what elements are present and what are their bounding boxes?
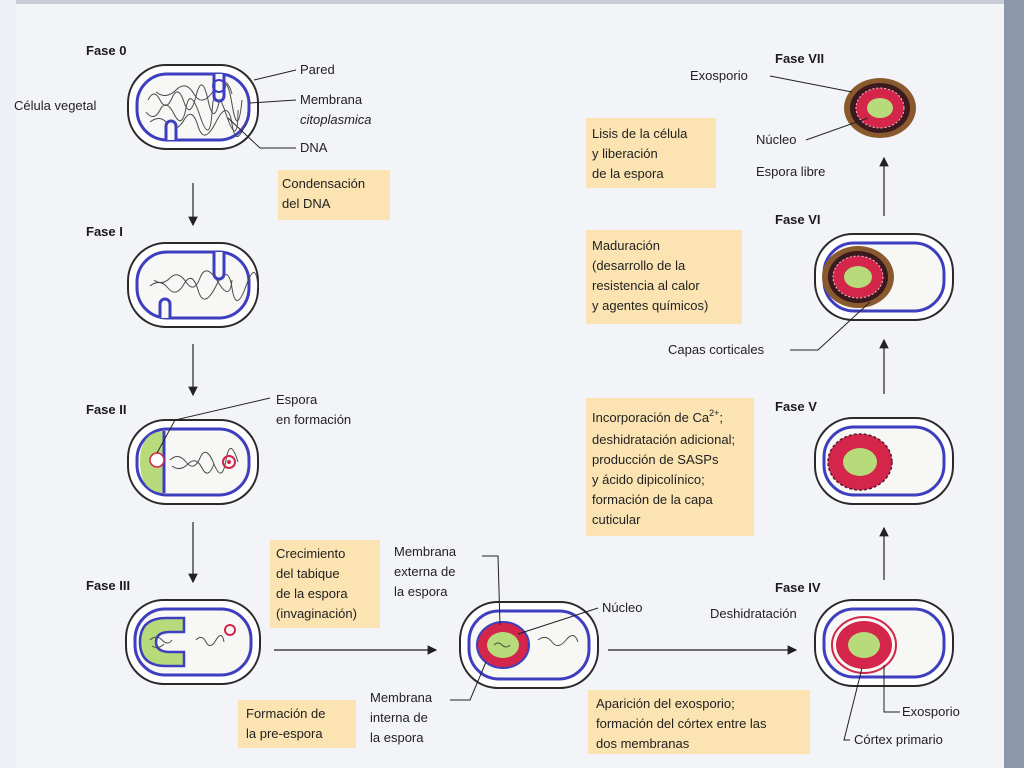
lead-exosporio-vii <box>769 75 853 93</box>
note-box-condensacion <box>278 170 390 220</box>
note-crecimiento-2: del tabique <box>276 566 340 581</box>
label-dna: DNA <box>300 140 328 155</box>
note-box-exosporio <box>588 690 810 754</box>
lead-exosporio-iv <box>883 665 900 713</box>
cell-fase-6 <box>814 233 954 321</box>
lead-cortex-primario <box>843 667 863 741</box>
cell-fase-0 <box>127 64 259 150</box>
label-membrana-externa-2: externa de <box>394 564 455 579</box>
lead-membrana <box>249 99 297 104</box>
note-box-lisis <box>586 118 716 188</box>
cell-fase-3 <box>125 599 261 685</box>
note-maduracion-3: resistencia al calor <box>592 278 700 293</box>
phase-title-5: Fase V <box>775 399 817 414</box>
lead-membrana-externa <box>482 555 501 626</box>
note-incorporacion-5: formación de la capa <box>592 492 713 507</box>
note-exosporio-1: Aparición del exosporio; <box>596 696 735 711</box>
note-condensacion-2: del DNA <box>282 196 331 211</box>
note-box-incorporacion <box>586 398 754 536</box>
note-incorporacion-1: Incorporación de Ca2+; <box>592 408 723 425</box>
note-lisis-1: Lisis de la célula <box>592 126 688 141</box>
phase-title-1: Fase I <box>86 224 123 239</box>
note-maduracion-1: Maduración <box>592 238 660 253</box>
phase-title-0: Fase 0 <box>86 43 126 58</box>
note-incorporacion-3: producción de SASPs <box>592 452 719 467</box>
note-exosporio-2: formación del córtex entre las <box>596 716 767 731</box>
note-incorporacion-2: deshidratación adicional; <box>592 432 735 447</box>
cell-fase-5 <box>814 417 954 505</box>
note-box-maduracion <box>586 230 742 324</box>
label-cortex-primario: Córtex primario <box>854 732 943 747</box>
label-membrana-interna-2: interna de <box>370 710 428 725</box>
note-incorporacion-4: y ácido dipicolínico; <box>592 472 705 487</box>
note-preespora-2: la pre-espora <box>246 726 323 741</box>
lead-pared <box>253 69 297 81</box>
cell-fase-1 <box>127 242 259 328</box>
label-espora-1: Espora <box>276 392 318 407</box>
right-margin-strip <box>1004 0 1024 768</box>
note-lisis-2: y liberación <box>592 146 658 161</box>
note-condensacion-1: Condensación <box>282 176 365 191</box>
cell-membranas <box>459 601 599 689</box>
lead-espora-formacion <box>156 397 271 454</box>
note-box-preespora <box>238 700 356 748</box>
top-edge-strip <box>16 0 1004 4</box>
label-celula-vegetal: Célula vegetal <box>14 98 96 113</box>
lead-nucleo-mid <box>517 607 599 635</box>
note-crecimiento-4: (invaginación) <box>276 606 357 621</box>
label-espora-2: en formación <box>276 412 351 427</box>
cell-fase-2 <box>127 419 259 505</box>
phase-title-6: Fase VI <box>775 212 821 227</box>
label-exosporio-vii: Exosporio <box>690 68 748 83</box>
note-preespora-1: Formación de <box>246 706 325 721</box>
note-maduracion-2: (desarrollo de la <box>592 258 686 273</box>
label-membrana-interna-3: la espora <box>370 730 424 745</box>
lead-nucleo-vii <box>805 117 869 141</box>
left-margin-strip <box>0 0 16 768</box>
label-espora-libre: Espora libre <box>756 164 825 179</box>
label-pared: Pared <box>300 62 335 77</box>
phase-title-7: Fase VII <box>775 51 824 66</box>
label-membrana-externa-1: Membrana <box>394 544 457 559</box>
label-exosporio-iv: Exosporio <box>902 704 960 719</box>
phase-title-3: Fase III <box>86 578 130 593</box>
note-incorporacion-6: cuticular <box>592 512 641 527</box>
label-membrana: Membrana <box>300 92 363 107</box>
lead-capas-corticales <box>790 301 871 351</box>
phase-title-2: Fase II <box>86 402 126 417</box>
note-crecimiento-3: de la espora <box>276 586 348 601</box>
lead-membrana-interna <box>450 661 487 701</box>
note-crecimiento-1: Crecimiento <box>276 546 345 561</box>
label-capas-corticales: Capas corticales <box>668 342 765 357</box>
label-deshidratacion: Deshidratación <box>710 606 797 621</box>
spore-fase-7 <box>844 78 916 138</box>
phase-title-4: Fase IV <box>775 580 821 595</box>
label-citoplasmica: citoplasmica <box>300 112 372 127</box>
note-lisis-3: de la espora <box>592 166 664 181</box>
label-nucleo-mid: Núcleo <box>602 600 642 615</box>
cell-fase-4 <box>814 599 954 687</box>
note-exosporio-3: dos membranas <box>596 736 690 751</box>
note-box-crecimiento <box>270 540 380 628</box>
label-membrana-externa-3: la espora <box>394 584 448 599</box>
note-maduracion-4: y agentes químicos) <box>592 298 708 313</box>
lead-dna <box>227 117 296 149</box>
label-nucleo-vii: Núcleo <box>756 132 796 147</box>
label-membrana-interna-1: Membrana <box>370 690 433 705</box>
